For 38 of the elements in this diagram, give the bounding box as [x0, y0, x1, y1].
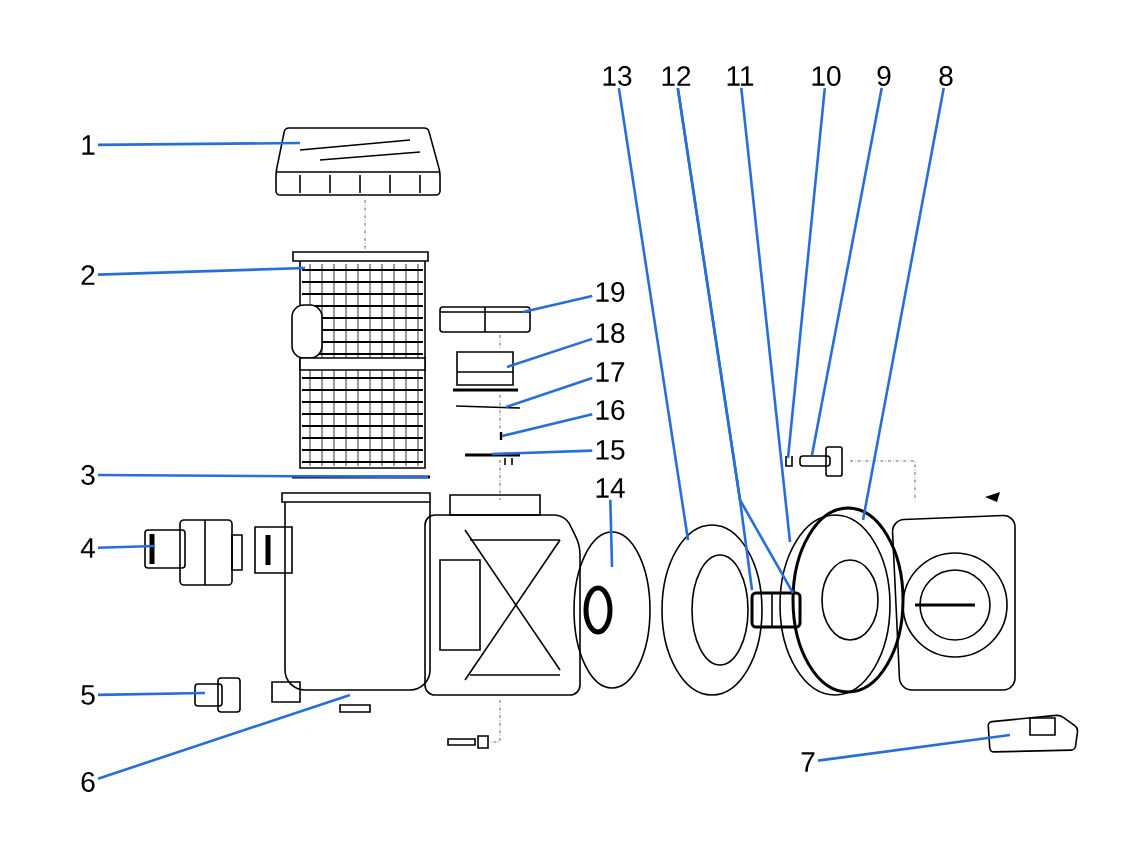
leader-line: [97, 266, 306, 276]
callout-number: 14: [596, 478, 625, 498]
leader-line: [609, 499, 614, 568]
callout-number: 2: [81, 265, 95, 285]
leader-line: [491, 449, 593, 456]
leader-line: [98, 473, 428, 479]
leader-line: [786, 88, 827, 459]
leader-line: [861, 87, 946, 521]
callout-number: 7: [801, 752, 815, 772]
callout-number: 15: [596, 440, 625, 460]
callout-number: 3: [81, 465, 95, 485]
leader-line: [98, 141, 300, 147]
leader-line: [506, 337, 593, 369]
callout-number: 5: [81, 685, 95, 705]
leader-line: [97, 544, 156, 549]
callout-number: 17: [596, 362, 625, 382]
callout-number: 10: [812, 66, 841, 86]
leader-line: [810, 87, 883, 456]
callout-number: 9: [877, 66, 891, 86]
callout-number: 16: [596, 400, 625, 420]
leader-line: [739, 87, 792, 543]
leader-line: [522, 294, 593, 314]
callout-number: 4: [80, 538, 95, 558]
callout-number: 19: [596, 282, 625, 302]
callout-number: 8: [939, 66, 953, 86]
leader-line: [676, 87, 795, 594]
callout-number: 18: [596, 323, 625, 343]
leader-line: [97, 693, 351, 780]
callout-number: 1: [82, 135, 95, 155]
leader-line: [817, 733, 1011, 762]
leader-line: [501, 413, 593, 438]
callout-number: 12: [662, 66, 691, 86]
leader-line: [505, 376, 593, 409]
leader-line: [617, 87, 690, 541]
callout-number: 13: [603, 66, 632, 86]
callout-number: 11: [727, 66, 754, 86]
leader-line: [97, 691, 206, 697]
callout-number: 6: [81, 772, 95, 792]
